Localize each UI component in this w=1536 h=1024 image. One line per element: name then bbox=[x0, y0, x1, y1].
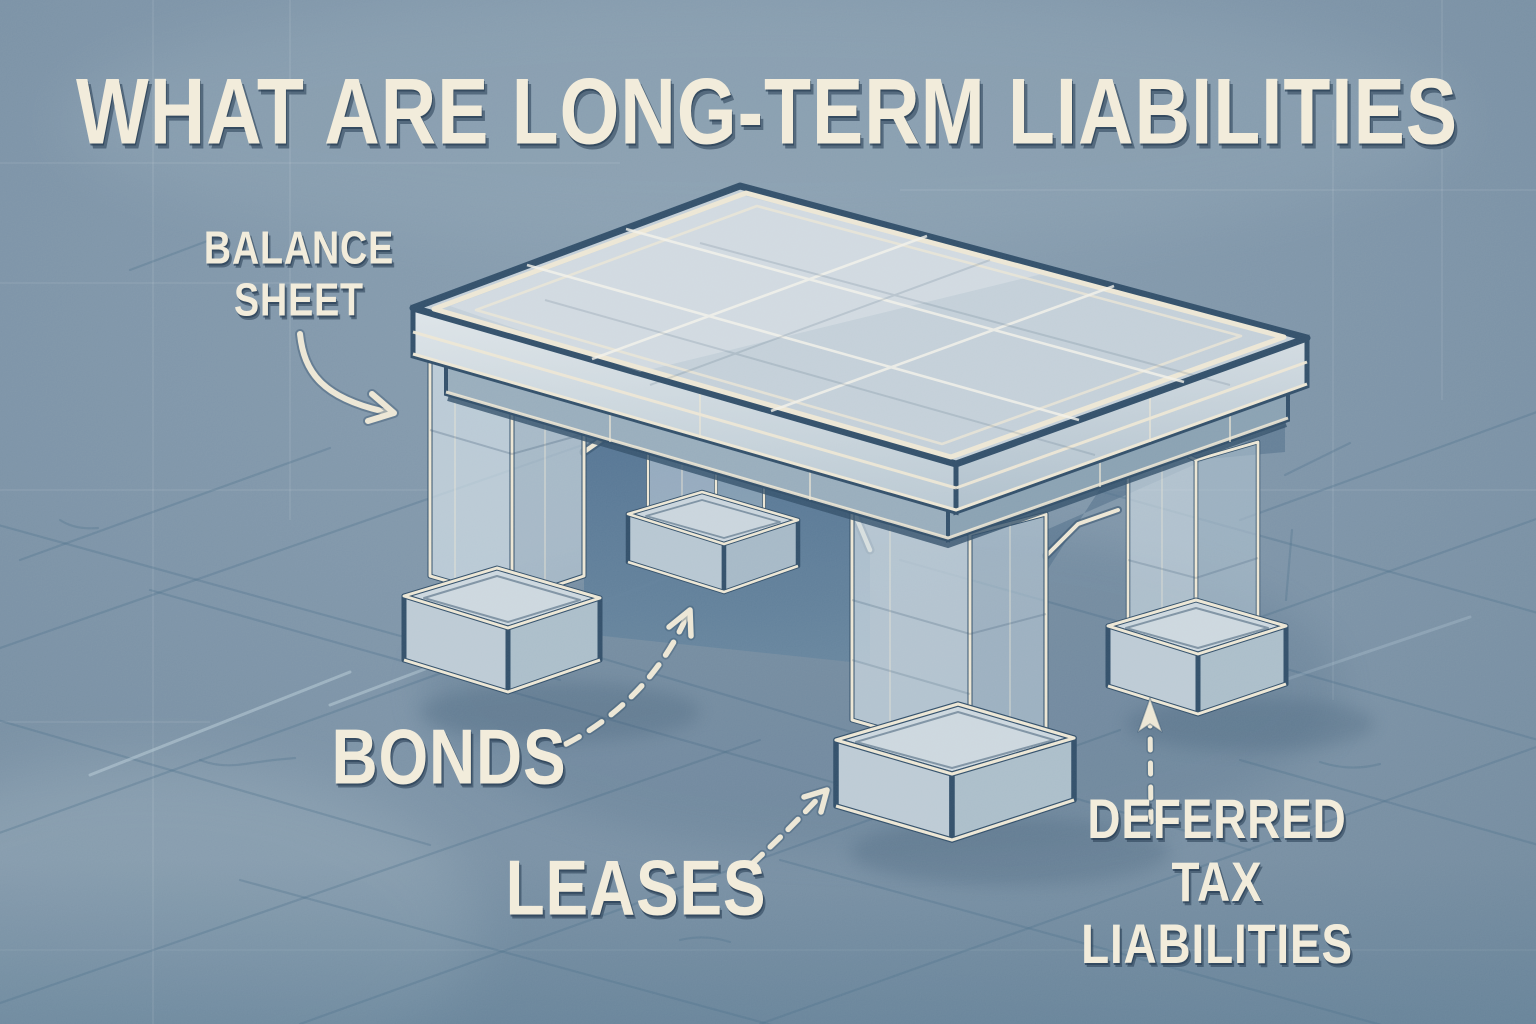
label-deferred-tax-liabilities: DEFERRED TAX LIABILITIES bbox=[1081, 786, 1353, 976]
page-title: WHAT ARE LONG-TERM LIABILITIES bbox=[76, 58, 1458, 164]
label-leases: LEASES bbox=[505, 843, 767, 932]
label-balance-sheet: BALANCE SHEET bbox=[203, 221, 395, 325]
label-bonds: BONDS bbox=[331, 712, 567, 801]
